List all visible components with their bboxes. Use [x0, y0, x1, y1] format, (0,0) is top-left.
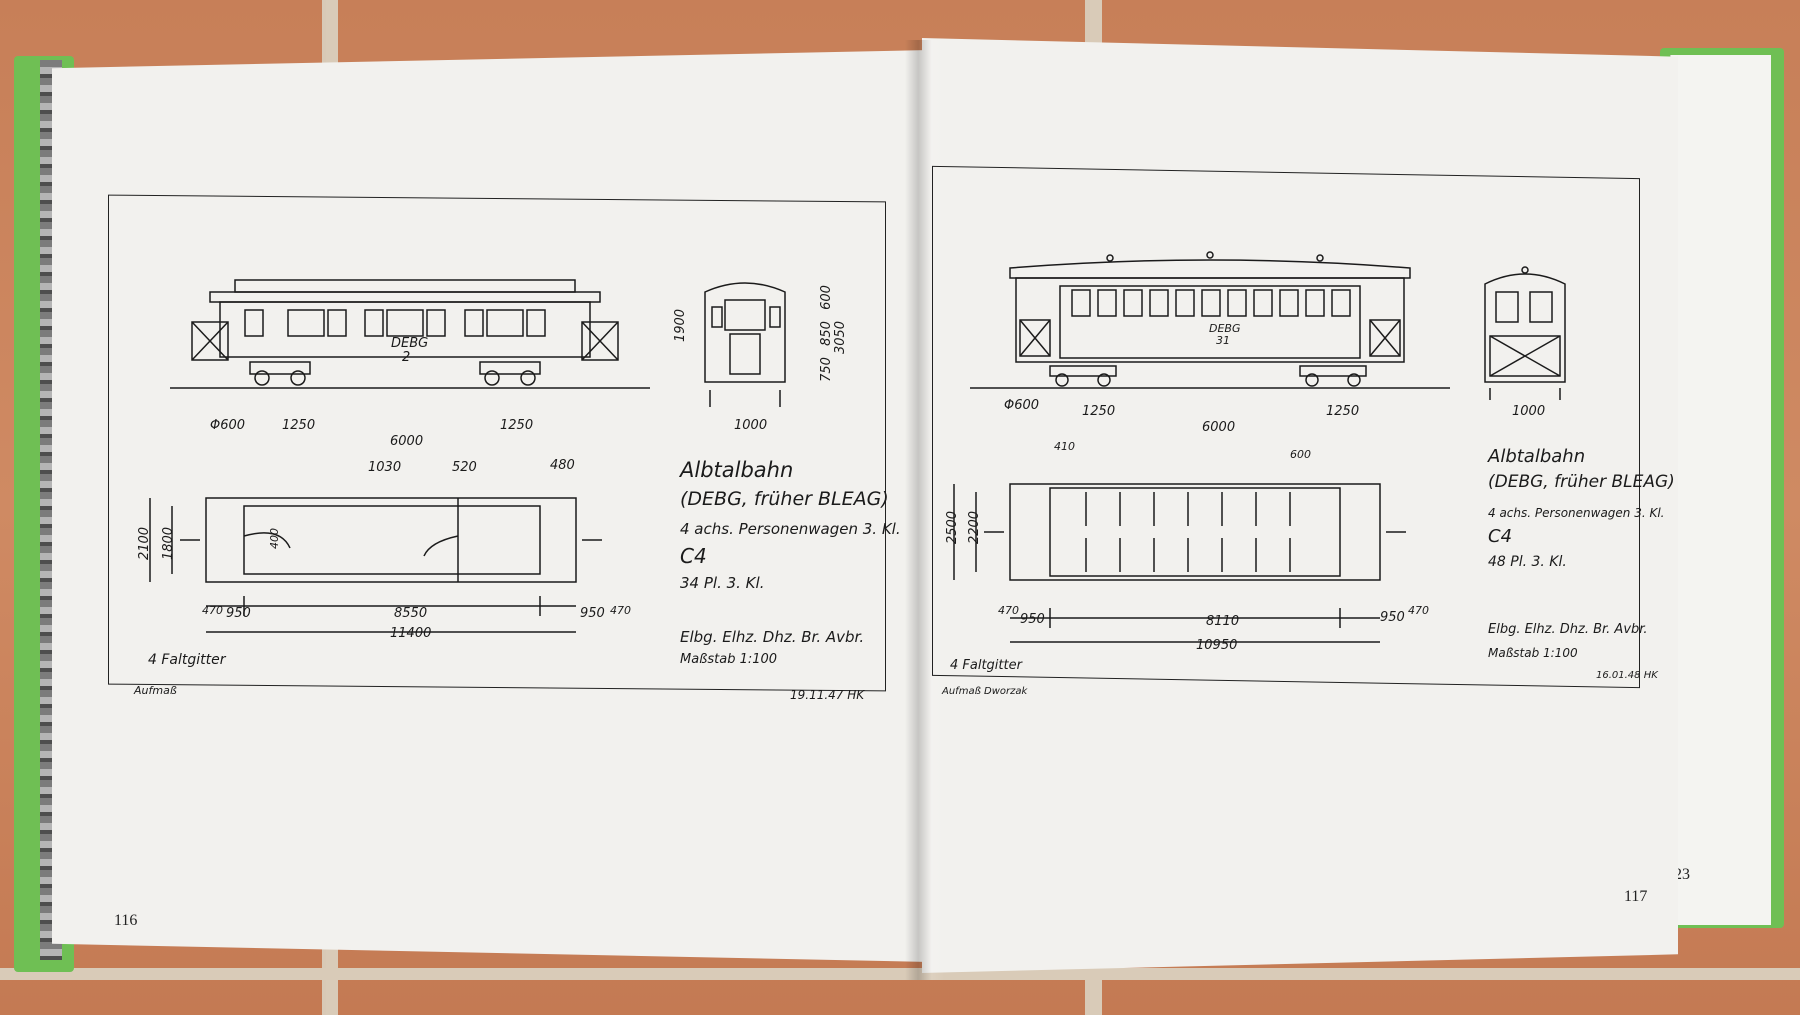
right-dim-600: 600: [1290, 448, 1311, 461]
left-dim-bogie-b: 1250: [500, 418, 534, 433]
left-dim-1030: 1030: [368, 460, 402, 475]
left-lines: Elbg. Elhz. Dhz. Br. Avbr.: [680, 628, 865, 646]
left-car-side-view: [170, 279, 650, 389]
right-footer-left: Aufmaß Dworzak: [942, 686, 1028, 697]
right-footer-right: 16.01.48 HK: [1596, 670, 1658, 681]
right-dim-950-b: 950: [1380, 610, 1405, 625]
left-dim-470-a: 470: [202, 604, 223, 617]
left-dim-600: 600: [818, 285, 834, 310]
right-dim-470-b: 470: [1408, 604, 1429, 617]
left-description: 4 achs. Personenwagen 3. Kl.: [680, 520, 901, 538]
left-dim-height-1900: 1900: [673, 308, 689, 343]
left-page-number: 116: [114, 912, 138, 929]
left-car-label: DEBG: [391, 336, 429, 351]
right-dim-950-a: 950: [1020, 612, 1045, 627]
right-car-label: DEBG: [1209, 322, 1241, 335]
left-car-floor-plan: [149, 497, 602, 633]
right-dim-total-length: 10950: [1196, 638, 1238, 653]
left-dim-total-length: 11400: [390, 626, 432, 641]
right-dim-8110: 8110: [1206, 614, 1240, 629]
right-dim-bogie-distance: 6000: [1202, 420, 1236, 435]
left-dim-850: 850: [818, 321, 834, 346]
left-dim-wheel-diameter: Φ600: [210, 418, 246, 433]
right-car-floor-plan: [953, 483, 1406, 643]
left-dim-520: 520: [452, 460, 477, 475]
left-note: 4 Faltgitter: [148, 652, 226, 668]
left-dim-950-b: 950: [580, 606, 605, 621]
right-scale: Maßstab 1:100: [1488, 646, 1578, 660]
left-scale: Maßstab 1:100: [680, 652, 778, 667]
right-page-number: 117: [1624, 888, 1648, 905]
back-page: [1670, 55, 1771, 925]
right-description: 4 achs. Personenwagen 3. Kl.: [1488, 506, 1665, 520]
left-dim-height-3050: 3050: [833, 320, 849, 355]
left-class-code: C4: [680, 544, 707, 568]
right-dim-410: 410: [1054, 440, 1075, 453]
right-page: [922, 38, 1678, 973]
left-dim-bogie-a: 1250: [282, 418, 316, 433]
left-title: Albtalbahn: [680, 458, 794, 482]
left-dim-width-2100: 2100: [137, 526, 153, 561]
right-dim-bogie-a: 1250: [1082, 404, 1116, 419]
right-car-end-view: [1484, 266, 1566, 400]
left-seats: 34 Pl. 3. Kl.: [680, 574, 765, 592]
right-dim-470-a: 470: [998, 604, 1019, 617]
left-car-number: 2: [402, 350, 411, 365]
book-spine-shadow: [905, 40, 945, 980]
right-car-number: 31: [1216, 334, 1230, 347]
tile-grout: [0, 968, 1800, 980]
right-dim-width-2500: 2500: [945, 510, 961, 545]
right-dim-width-2200: 2200: [967, 510, 983, 545]
right-lines: Elbg. Elhz. Dhz. Br. Avbr.: [1488, 622, 1648, 637]
left-dim-950-a: 950: [226, 606, 251, 621]
left-footer-left: Aufmaß: [134, 684, 177, 697]
right-seats: 48 Pl. 3. Kl.: [1488, 554, 1567, 570]
right-dim-wheel-diameter: Φ600: [1004, 398, 1040, 413]
left-dim-width-1800: 1800: [161, 526, 177, 561]
left-subtitle: (DEBG, früher BLEAG): [680, 488, 889, 510]
left-dim-8550: 8550: [394, 606, 428, 621]
right-dim-bogie-b: 1250: [1326, 404, 1360, 419]
left-dim-750: 750: [818, 357, 834, 382]
right-class-code: C4: [1488, 526, 1513, 547]
left-footer-right: 19.11.47 HK: [790, 688, 865, 702]
left-dim-400: 400: [268, 528, 281, 549]
right-subtitle: (DEBG, früher BLEAG): [1488, 472, 1675, 492]
left-dim-480: 480: [550, 458, 575, 473]
left-car-end-view: [704, 282, 786, 407]
right-note: 4 Faltgitter: [950, 658, 1022, 673]
left-dim-bogie-distance: 6000: [390, 434, 424, 449]
right-title: Albtalbahn: [1488, 446, 1586, 467]
right-dim-track-gauge: 1000: [1512, 404, 1546, 419]
left-dim-track-gauge: 1000: [734, 418, 768, 433]
right-car-side-view: [970, 251, 1450, 389]
left-dim-470-b: 470: [610, 604, 631, 617]
